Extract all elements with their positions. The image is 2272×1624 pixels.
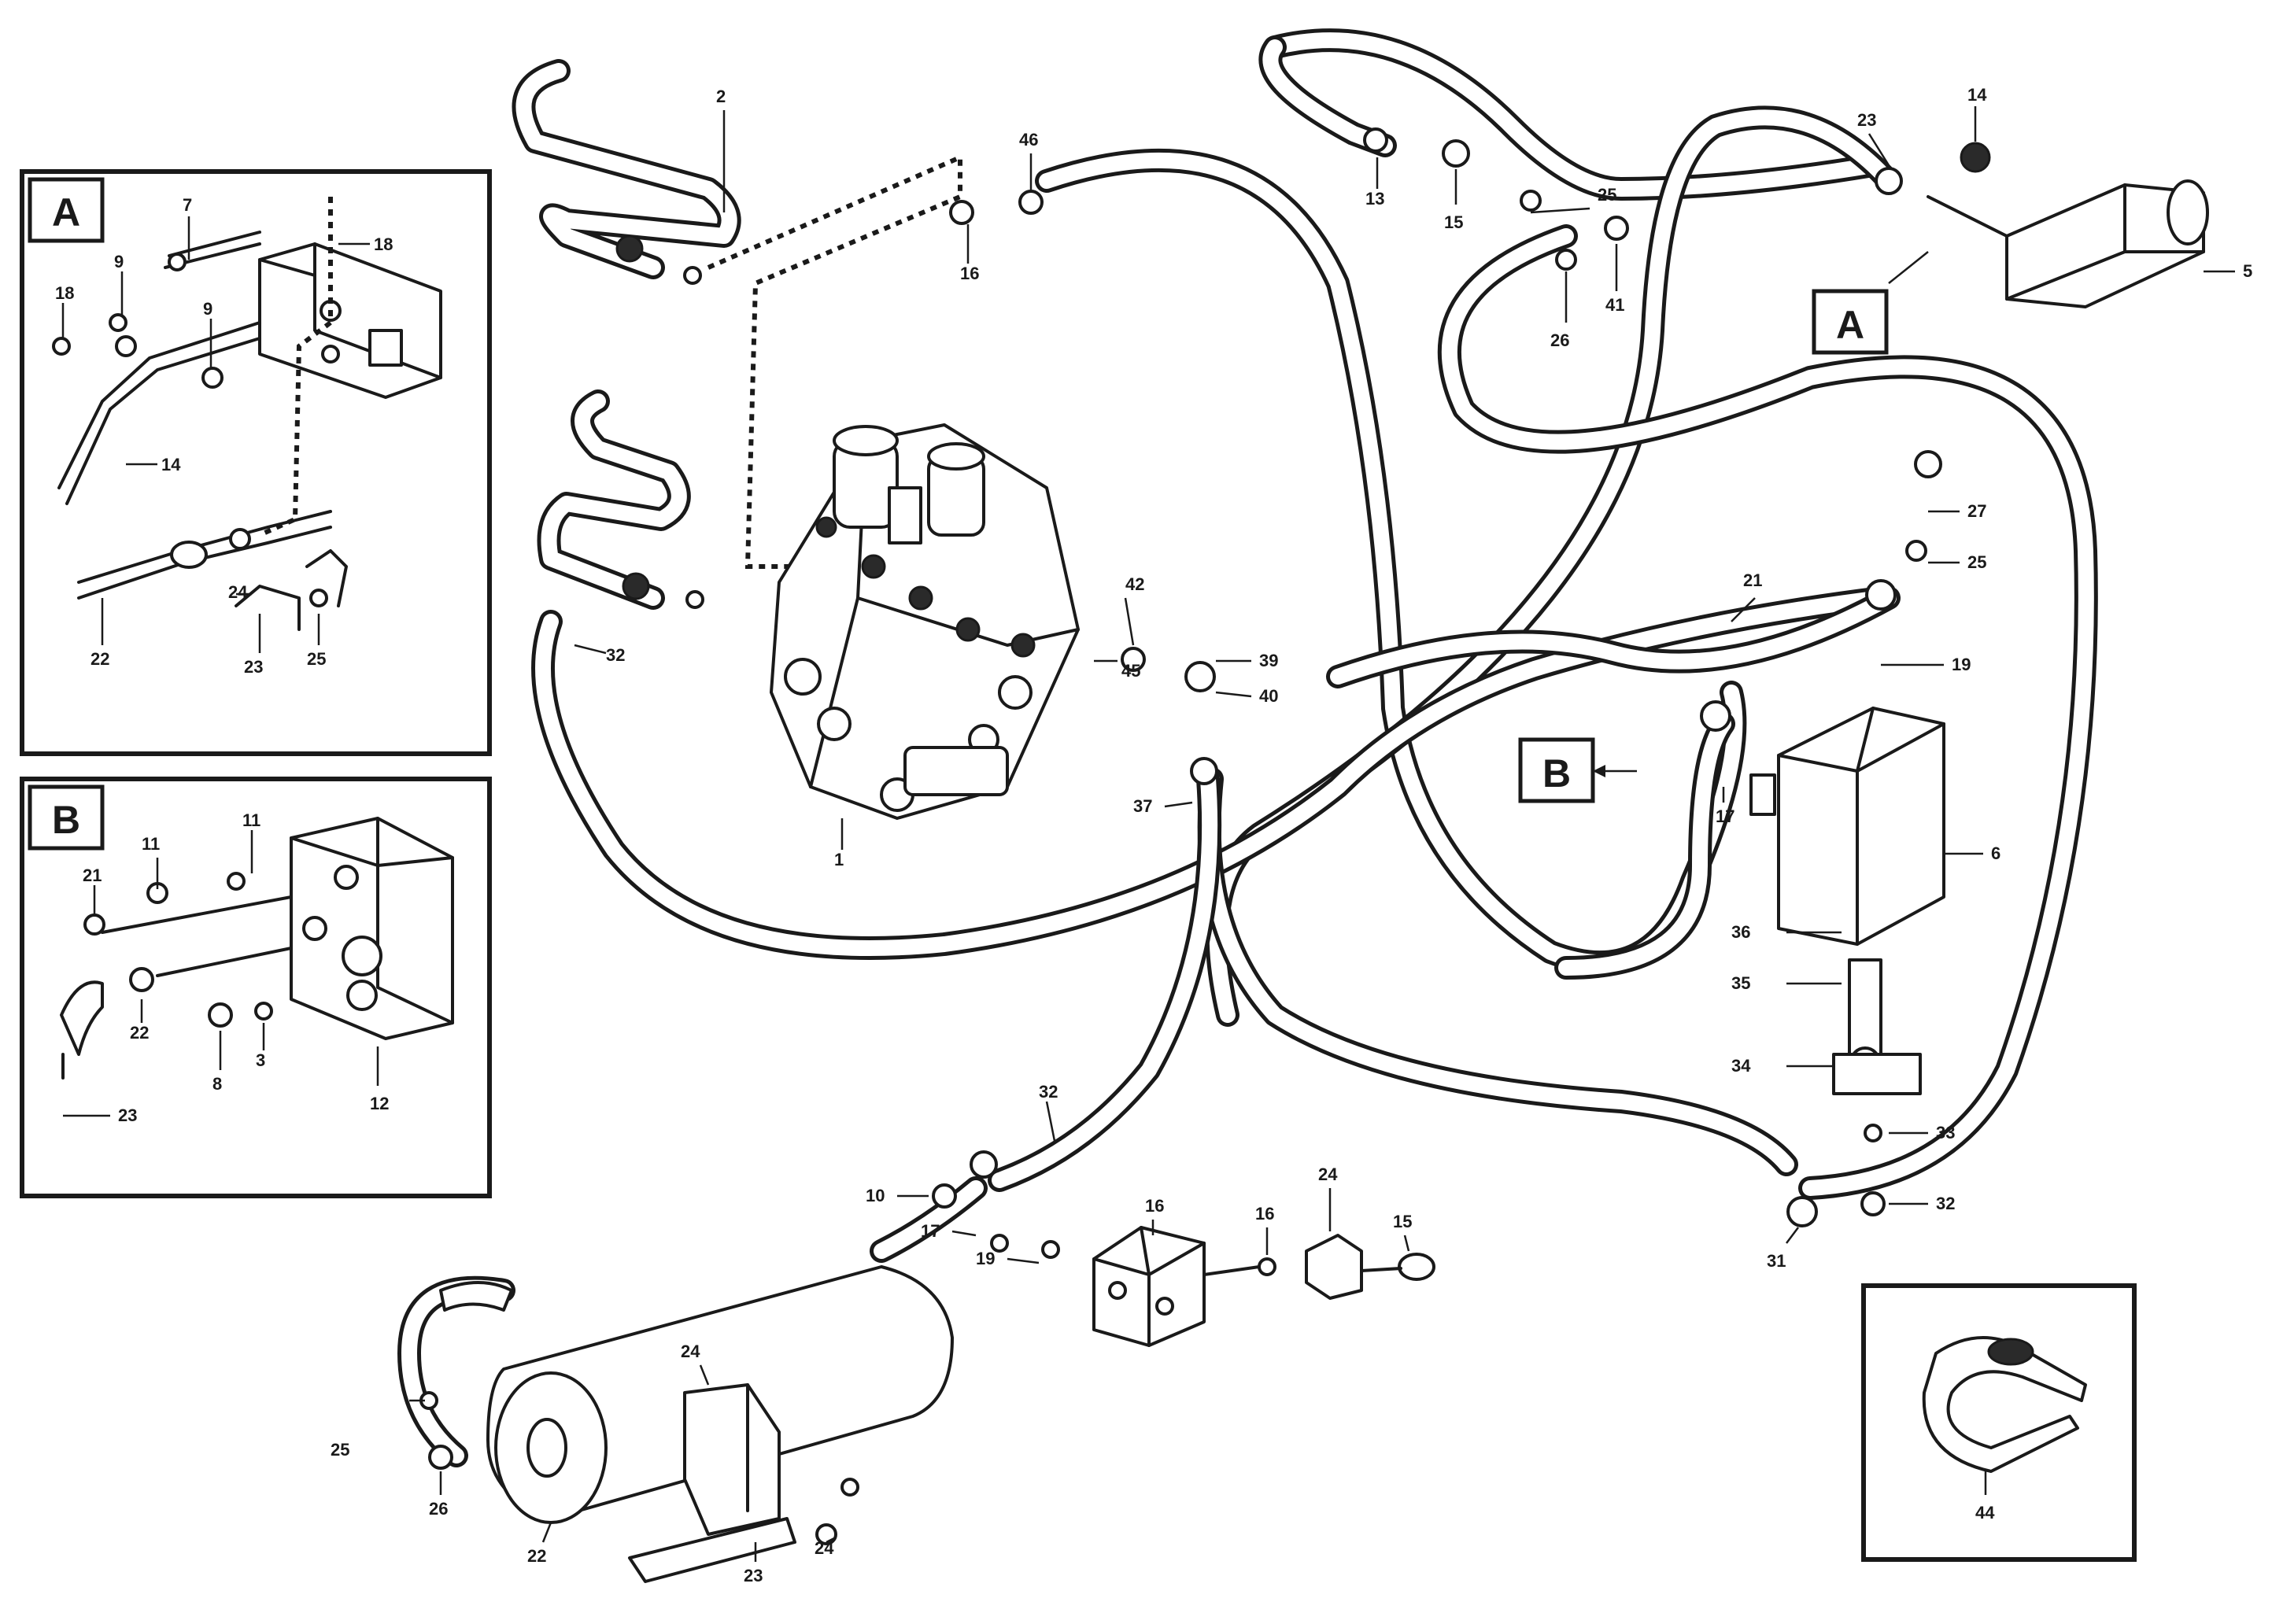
callout-30b: 26 [429, 1499, 448, 1519]
callout-37: 36 [1731, 922, 1750, 942]
callout-14: 14 [1967, 85, 1987, 105]
svg-text:A: A [1836, 303, 1864, 347]
manifold-block [1092, 1226, 1435, 1347]
callout-16: 16 [960, 264, 979, 283]
callout-29b: 25 [1967, 552, 1986, 572]
dotted-link-a [258, 197, 333, 537]
callout-b-12: 12 [370, 1094, 389, 1113]
callout-10: 10 [866, 1186, 885, 1205]
callout-24: 24 [228, 582, 248, 602]
callout-b-11: 11 [242, 810, 260, 830]
callout-1: 1 [834, 850, 844, 869]
callout-46: 45 [1121, 661, 1140, 681]
callout-34: 33 [1936, 1123, 1955, 1142]
callout-13: 13 [1365, 189, 1384, 209]
callout-28: 25 [331, 1440, 349, 1460]
callout-36: 35 [1731, 973, 1750, 993]
svg-text:B: B [1542, 751, 1571, 795]
callout-8: 9 [114, 252, 124, 271]
main-tag-b: B [1518, 737, 1637, 803]
detail-tag-a: A [52, 190, 80, 234]
callout-21: 17 [1716, 806, 1734, 826]
callout-47: 46 [1019, 130, 1038, 149]
callout-15b: 15 [1393, 1212, 1412, 1231]
callout-33: 32 [1936, 1194, 1955, 1213]
callout-25: 25 [307, 649, 326, 669]
callout-33c: 32 [1039, 1082, 1058, 1102]
callout-27: 24 [815, 1538, 834, 1558]
callout-b-3: 3 [256, 1050, 265, 1070]
detail-view-a: A 7 9 18 9 18 14 [20, 169, 492, 756]
callout-b-21: 21 [83, 866, 102, 885]
callout-26: 24 [1318, 1164, 1338, 1184]
hoses [397, 28, 2098, 1467]
main-tag-a: A [1812, 251, 1929, 355]
callout-41: 40 [1259, 686, 1278, 706]
fittings [419, 127, 1991, 1545]
callout-38: 37 [1133, 796, 1152, 816]
callout-7: 7 [183, 195, 192, 215]
callout-35: 34 [1731, 1056, 1751, 1076]
detail-tag-b: B [52, 798, 80, 842]
detail-tag-a-box [28, 177, 105, 243]
detail-view-b: B 11 11 21 22 8 3 12 23 [20, 777, 492, 1198]
control-valve-assembly [770, 423, 1080, 820]
callout-17: 17 [921, 1221, 940, 1241]
callout-18: 16 [1145, 1196, 1164, 1216]
callouts-main: 2 46 16 13 15 25 26 41 23 14 5 27 25 21 … [331, 85, 2252, 1585]
accumulator-box [1777, 707, 1945, 1095]
detail-frame-b [20, 777, 492, 1198]
callout-25b: 23 [744, 1566, 763, 1585]
filter-cylinder [439, 1265, 954, 1583]
callout-c-44: 44 [1975, 1503, 1995, 1522]
callout-22: 19 [1952, 655, 1971, 674]
callout-33b: 32 [606, 645, 625, 665]
callout-15: 15 [1444, 212, 1463, 232]
detail-view-c: 44 [1861, 1283, 2137, 1562]
callout-22: 22 [91, 649, 109, 669]
callout-18: 18 [374, 234, 393, 254]
callout-b-22: 22 [130, 1023, 149, 1043]
detail-tag-b-box [28, 784, 105, 851]
callout-26b: 24 [681, 1342, 700, 1361]
callout-16b: 16 [1255, 1204, 1274, 1224]
callout-b-23: 23 [118, 1105, 137, 1125]
callout-30: 26 [1550, 330, 1569, 350]
callout-2: 2 [716, 87, 726, 106]
callout-6: 6 [1991, 843, 2000, 863]
callout-24: 22 [527, 1546, 546, 1566]
callout-8b: 9 [203, 299, 212, 319]
dotted-signal-line [707, 153, 962, 569]
callout-b-8: 8 [212, 1074, 222, 1094]
callout-19: 19 [976, 1249, 995, 1268]
callout-23: 23 [244, 657, 263, 677]
callout-b-20: 11 [142, 834, 160, 854]
detail-frame-a [20, 169, 492, 756]
callout-25: 23 [1857, 110, 1876, 130]
detail-frame-c [1861, 1283, 2137, 1562]
callout-31: 27 [1967, 501, 1986, 521]
callout-29: 25 [1598, 185, 1616, 205]
callout-32: 31 [1767, 1251, 1786, 1271]
callout-43: 42 [1125, 574, 1144, 594]
callout-42: 41 [1605, 295, 1624, 315]
callout-5: 5 [2243, 261, 2252, 281]
callout-9: 18 [55, 283, 74, 303]
callout-23: 21 [1743, 570, 1762, 590]
callout-14: 14 [161, 455, 181, 474]
reservoir-upper-right [1927, 179, 2209, 308]
callout-40: 39 [1259, 651, 1278, 670]
